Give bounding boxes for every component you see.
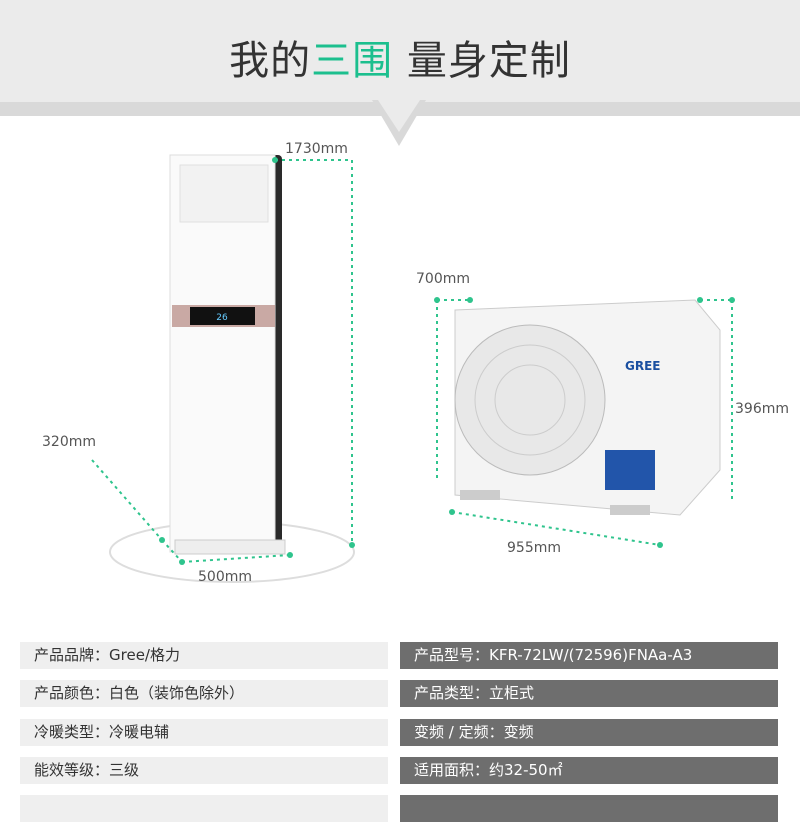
title-highlight: 三围 [311,38,394,84]
spec-model: 产品型号：KFR-72LW/(72596)FNAa-A3 [400,642,778,669]
spec-heating-type: 冷暖类型：冷暖电辅 [20,719,388,746]
product-illustration: 26 GREE [91,154,735,583]
spec-row-partial [400,795,778,822]
page-title: 我的三围 量身定制 [0,28,800,86]
indoor-display [190,307,255,325]
outdoor-height-label: 396mm [735,401,789,417]
gree-logo: GREE [625,359,660,373]
indoor-height-label: 1730mm [285,141,348,157]
indoor-depth-label: 320mm [42,434,96,450]
outdoor-fan-grille [454,324,606,476]
outdoor-width-label: 955mm [507,540,561,556]
title-part: 我的 [229,38,312,84]
spec-brand: 产品品牌：Gree/格力 [20,642,388,669]
spec-color: 产品颜色：白色（装饰色除外） [20,680,388,707]
spec-row-partial [20,795,388,822]
outdoor-depth-label: 700mm [416,271,470,287]
spec-efficiency: 能效等级：三级 [20,757,388,784]
dimension-lines [91,159,733,563]
indoor-width-label: 500mm [198,569,252,585]
spec-area: 适用面积：约32-50㎡ [400,757,778,784]
pointer-arrow-inner [378,100,420,132]
spec-inverter: 变频 / 定频：变频 [400,719,778,746]
outdoor-label [605,450,655,490]
display-value: 26 [216,313,228,323]
title-part: 量身定制 [393,38,571,84]
indoor-top-panel [179,164,269,223]
indoor-base [174,539,286,555]
header-band [0,0,800,102]
spec-type: 产品类型：立柜式 [400,680,778,707]
